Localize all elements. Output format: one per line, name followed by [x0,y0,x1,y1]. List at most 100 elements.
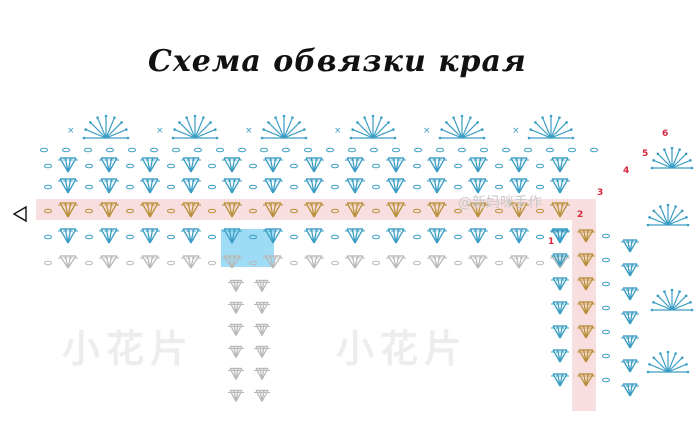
grey-column-stitch [254,389,270,402]
side-fan-1 [650,146,694,170]
v-stitch-row4-4 [181,228,201,244]
chain-stitch [331,184,339,190]
chain-stitch [392,147,400,153]
v-stitch-gold-row-10 [427,202,447,218]
chain-stitch [502,147,510,153]
chain-stitch [167,260,175,266]
chain-stitch [290,184,298,190]
v-stitch-row2-1 [58,178,78,194]
v-stitch-gold-row-3 [140,202,160,218]
shell-fan-5 [438,114,486,140]
chain-stitch [44,184,52,190]
chain-stitch [167,208,175,214]
chain-stitch [372,208,380,214]
side-fan-3 [650,288,694,312]
chain-stitch [194,147,202,153]
chain-stitch [208,208,216,214]
chain-stitch [602,281,610,287]
chain-stitch [62,147,70,153]
side-v-stitch [551,325,569,339]
shell-fan-2 [171,114,219,140]
row-number-6: 6 [662,129,668,139]
v-stitch-row1-4 [181,157,201,173]
chain-stitch [348,147,356,153]
v-stitch-row2-13 [550,178,570,194]
chain-stitch [85,163,93,169]
row-number-2: 2 [577,210,583,220]
v-stitch-grey-row-6 [263,255,283,269]
v-stitch-row4-12 [509,228,529,244]
chain-stitch [126,260,134,266]
side-fan-4 [646,350,690,374]
chain-stitch [454,184,462,190]
v-stitch-row2-7 [304,178,324,194]
side-v-stitch [551,349,569,363]
side-v-stitch-outer [621,311,639,325]
x-stitch: × [334,126,342,136]
v-stitch-gold-row-5 [222,202,242,218]
chain-stitch [126,208,134,214]
grey-column-stitch [228,345,244,358]
side-v-stitch-outer [621,263,639,277]
v-stitch-gold-row-9 [386,202,406,218]
chain-stitch [413,184,421,190]
chain-stitch [208,234,216,240]
side-v-stitch-outer [621,239,639,253]
v-stitch-gold-row-1 [58,202,78,218]
row-number-4: 4 [623,166,629,176]
chain-stitch [372,163,380,169]
chain-stitch [536,163,544,169]
chain-stitch [167,163,175,169]
grey-column-stitch [254,301,270,314]
highlight-block [221,229,274,267]
chain-stitch [249,234,257,240]
x-stitch: × [156,126,164,136]
v-stitch-grey-row-13 [550,255,570,269]
v-stitch-row1-7 [304,157,324,173]
chain-stitch [304,147,312,153]
v-stitch-row4-9 [386,228,406,244]
v-stitch-row4-6 [263,228,283,244]
v-stitch-row1-13 [550,157,570,173]
chain-stitch [85,208,93,214]
grey-column-stitch [254,279,270,292]
v-stitch-row4-5 [222,228,242,244]
chain-stitch [536,234,544,240]
chain-stitch [331,260,339,266]
chain-stitch [331,234,339,240]
chain-stitch [495,260,503,266]
v-stitch-row2-4 [181,178,201,194]
chain-stitch [536,208,544,214]
v-stitch-row4-11 [468,228,488,244]
row-number-3: 3 [597,188,603,198]
x-stitch: × [245,126,253,136]
v-stitch-gold-row-12 [509,202,529,218]
chain-stitch [85,260,93,266]
chain-stitch [413,163,421,169]
chain-stitch [216,147,224,153]
chain-stitch [106,147,114,153]
grey-column-stitch [254,367,270,380]
v-stitch-gold-row-7 [304,202,324,218]
v-stitch-row4-10 [427,228,447,244]
side-v-stitch-outer [621,335,639,349]
chain-stitch [602,353,610,359]
chain-stitch [436,147,444,153]
chain-stitch [454,163,462,169]
chain-stitch [208,260,216,266]
v-stitch-row1-10 [427,157,447,173]
side-v-stitch-outer [621,359,639,373]
v-stitch-row4-3 [140,228,160,244]
shell-fan-6 [527,114,575,140]
chain-stitch [85,234,93,240]
chain-stitch [454,260,462,266]
chain-stitch [249,208,257,214]
chain-stitch [290,260,298,266]
chain-stitch [126,163,134,169]
chain-stitch [249,260,257,266]
v-stitch-row4-2 [99,228,119,244]
v-stitch-row2-3 [140,178,160,194]
side-v-stitch-gold [577,277,595,291]
v-stitch-grey-row-3 [140,255,160,269]
chain-stitch [413,208,421,214]
